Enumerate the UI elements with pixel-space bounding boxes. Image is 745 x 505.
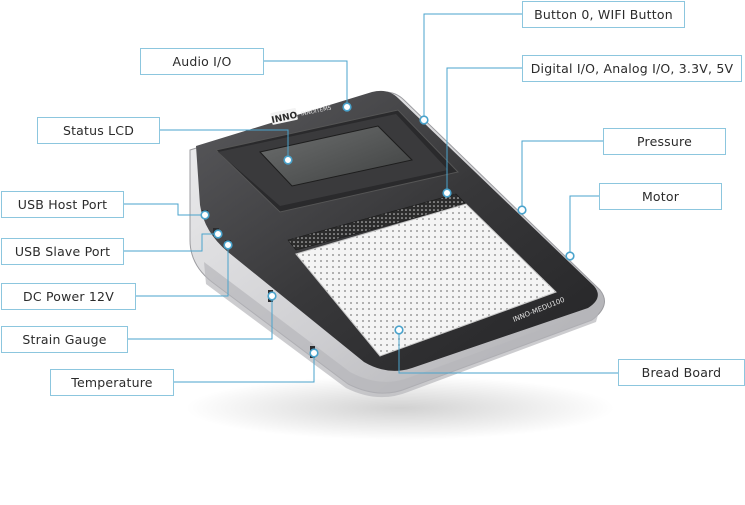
dot-dc-power <box>223 240 233 250</box>
dot-usb-host <box>200 210 210 220</box>
label-digital-io: Digital I/O, Analog I/O, 3.3V, 5V <box>522 55 742 82</box>
dot-pressure <box>517 205 527 215</box>
dot-audio-io <box>342 102 352 112</box>
label-dc-power: DC Power 12V <box>1 283 136 310</box>
dot-motor <box>565 251 575 261</box>
leader-digital-io <box>446 67 522 193</box>
label-button-wifi: Button 0, WIFI Button <box>522 1 685 28</box>
dot-temperature <box>309 348 319 358</box>
leader-bread-board <box>398 330 618 374</box>
label-pressure: Pressure <box>603 128 726 155</box>
leader-motor <box>569 195 599 256</box>
label-temperature: Temperature <box>50 369 174 396</box>
leader-pressure <box>521 140 603 210</box>
dot-usb-slave <box>213 229 223 239</box>
dot-status-lcd <box>283 155 293 165</box>
leader-audio-io <box>264 60 348 107</box>
label-usb-host: USB Host Port <box>1 191 124 218</box>
label-audio-io: Audio I/O <box>140 48 264 75</box>
device-base-band <box>204 262 600 398</box>
leader-button-wifi <box>423 13 522 120</box>
dot-bread-board <box>394 325 404 335</box>
label-usb-slave: USB Slave Port <box>1 238 124 265</box>
label-motor: Motor <box>599 183 722 210</box>
leader-temperature <box>174 353 315 383</box>
callout-dots <box>200 102 575 358</box>
label-strain-gauge: Strain Gauge <box>1 326 128 353</box>
dot-strain-gauge <box>267 291 277 301</box>
status-lcd-screen <box>259 125 414 187</box>
leader-usb-host <box>124 203 205 216</box>
dot-digital-io <box>442 188 452 198</box>
label-bread-board: Bread Board <box>618 359 745 386</box>
leader-usb-slave <box>124 233 218 252</box>
device-shadow <box>185 376 615 440</box>
label-status-lcd: Status LCD <box>37 117 160 144</box>
leader-status-lcd <box>160 129 289 160</box>
dot-button-wifi <box>419 115 429 125</box>
callout-lines <box>124 13 618 383</box>
leader-dc-power <box>136 245 229 297</box>
bread-board-area <box>295 203 557 357</box>
leader-strain-gauge <box>128 296 273 340</box>
